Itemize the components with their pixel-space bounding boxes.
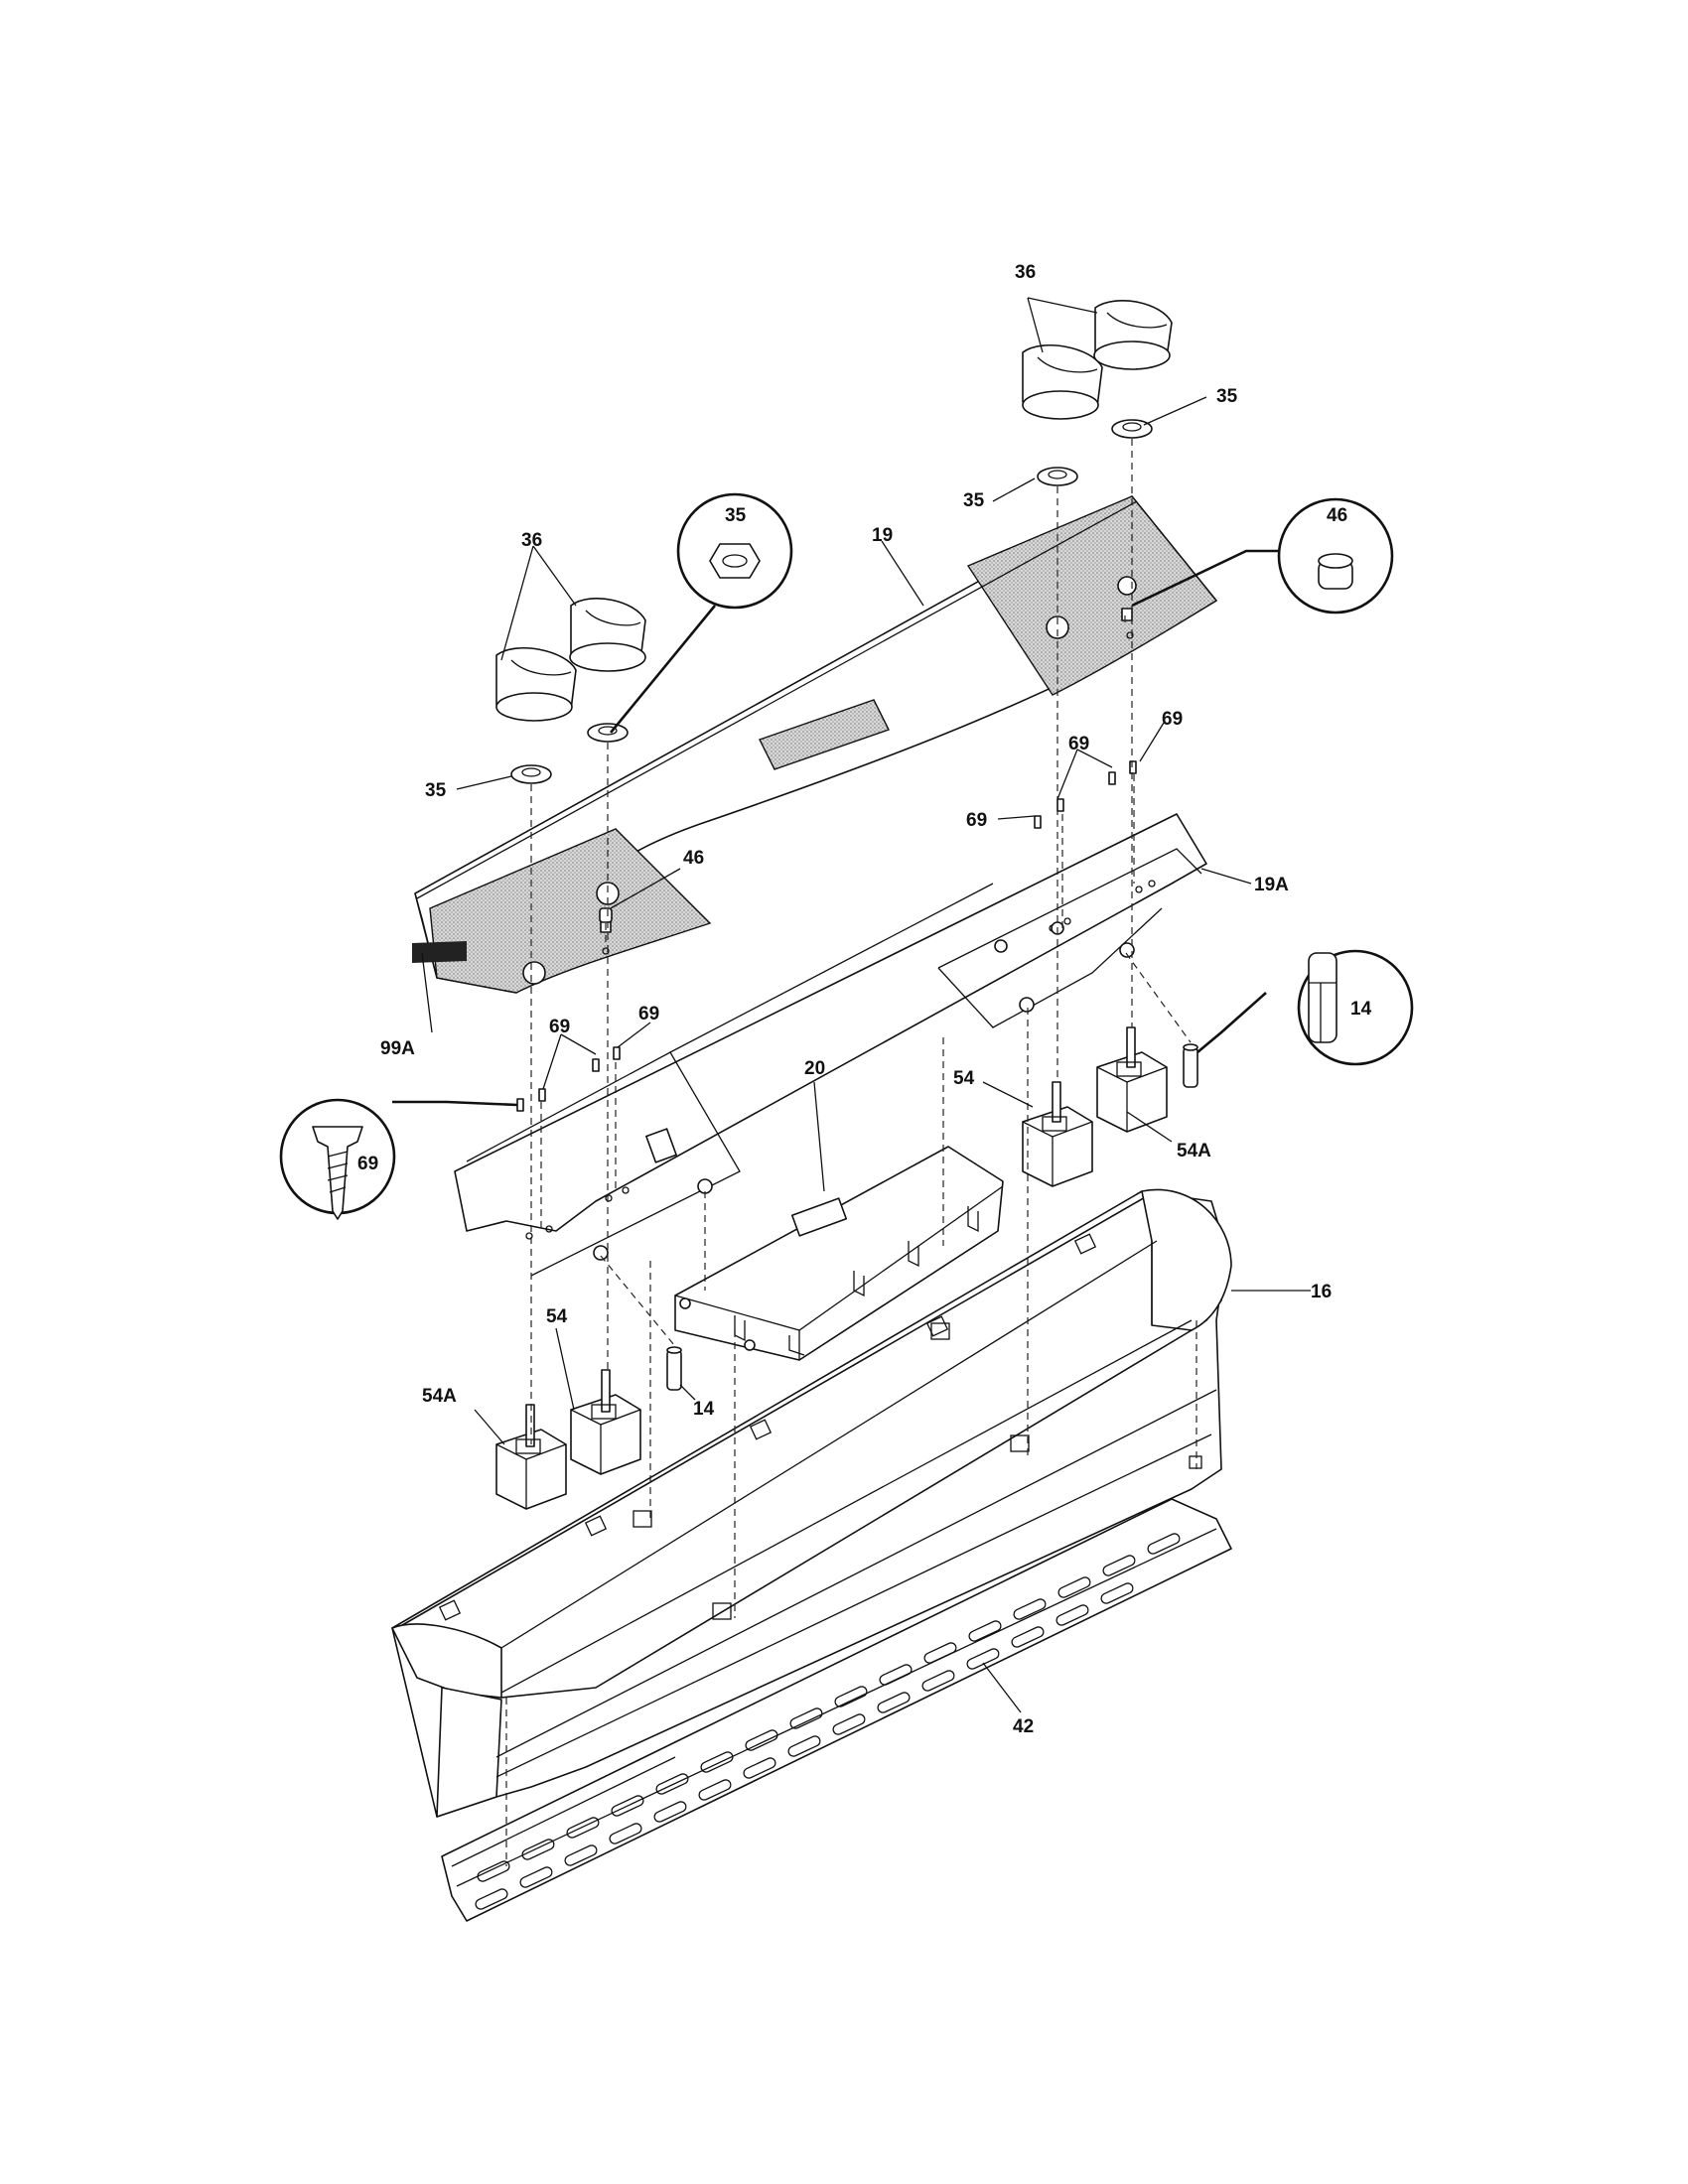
label-46-panel: 46 xyxy=(683,848,704,869)
label-19: 19 xyxy=(872,525,893,546)
part-36-knob-left-1 xyxy=(495,647,577,722)
label-42: 42 xyxy=(1013,1716,1034,1737)
label-35-left: 35 xyxy=(425,780,447,801)
part-20-control-board xyxy=(674,1146,1004,1361)
label-69-b: 69 xyxy=(1162,709,1183,730)
label-20: 20 xyxy=(804,1058,825,1079)
part-46-plug-panel xyxy=(599,907,613,923)
callout-35-detail xyxy=(676,492,793,610)
part-36-knob-right-2 xyxy=(1093,300,1173,370)
label-14-left: 14 xyxy=(693,1399,715,1420)
part-14-socket-left xyxy=(666,1346,682,1391)
label-54A-left: 54A xyxy=(422,1386,457,1407)
label-69-a: 69 xyxy=(1068,734,1089,754)
label-69-e: 69 xyxy=(638,1004,659,1024)
part-35-bezel-left-2 xyxy=(587,723,629,743)
label-54-right: 54 xyxy=(953,1068,975,1089)
part-35-bezel-right-mid xyxy=(1037,467,1078,486)
label-69-c: 69 xyxy=(966,810,987,831)
label-99A: 99A xyxy=(380,1038,415,1059)
part-36-knob-left-2 xyxy=(569,598,646,672)
label-35-right-top: 35 xyxy=(1216,386,1238,407)
callout-14-detail xyxy=(1297,949,1414,1066)
callout-46-detail xyxy=(1277,497,1394,614)
leader-lines xyxy=(392,297,1311,1713)
label-36-left: 36 xyxy=(521,530,542,551)
label-16: 16 xyxy=(1311,1282,1332,1302)
part-54-switch-right xyxy=(1022,1081,1093,1187)
label-46-callout: 46 xyxy=(1327,505,1347,526)
part-16-backguard-housing xyxy=(391,1188,1232,1818)
part-19-control-panel xyxy=(412,495,1218,994)
part-54A-switch-right xyxy=(1096,1026,1168,1133)
callout-69-detail xyxy=(279,1098,396,1220)
alignment-lines xyxy=(505,439,1197,1866)
part-54A-switch-left xyxy=(495,1404,567,1510)
label-35-callout: 35 xyxy=(725,505,747,526)
part-42-vent-trim xyxy=(441,1498,1232,1922)
part-35-bezel-right-top xyxy=(1111,419,1153,439)
label-14-callout: 14 xyxy=(1350,999,1372,1020)
label-54A-right: 54A xyxy=(1177,1141,1211,1161)
part-35-bezel-left-1 xyxy=(510,764,552,784)
label-54-left: 54 xyxy=(546,1306,568,1327)
part-54-switch-left xyxy=(570,1369,641,1475)
part-14-socket-right xyxy=(1183,1043,1198,1088)
part-labels: 36 35 35 19 46 36 35 35 46 69 69 69 19A … xyxy=(357,262,1372,1737)
label-36-right: 36 xyxy=(1015,262,1036,283)
part-19A-panel-bracket xyxy=(454,813,1207,1277)
part-36-knob-right-1 xyxy=(1022,344,1103,420)
label-69-callout: 69 xyxy=(357,1154,378,1174)
label-19A: 19A xyxy=(1254,875,1289,895)
part-69-screws xyxy=(516,760,1137,1112)
label-35-right-mid: 35 xyxy=(963,490,985,511)
label-69-d: 69 xyxy=(549,1017,570,1037)
